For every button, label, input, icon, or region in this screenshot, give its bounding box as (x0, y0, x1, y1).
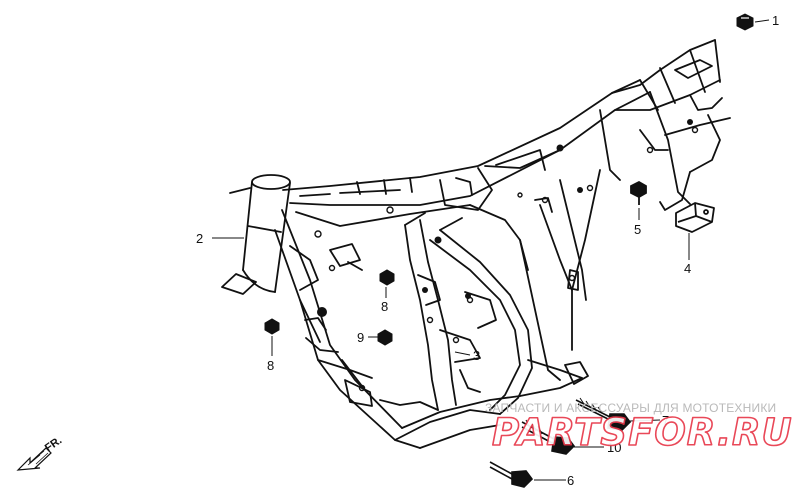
part-nut-8a (379, 269, 395, 286)
upper-backbone (282, 79, 651, 227)
callout-8-lower: 8 (267, 358, 274, 373)
part-nut-9 (377, 329, 393, 346)
motorcycle-frame (221, 39, 731, 449)
leader-lines (212, 19, 770, 481)
part-bolt-5 (630, 180, 647, 205)
part-nut-1 (736, 13, 754, 31)
callout-7: 7 (662, 413, 669, 428)
watermark-brand: PARTSFOR.RU (492, 411, 793, 454)
part-bolt-6 (489, 461, 534, 488)
callout-6: 6 (567, 473, 574, 488)
watermark: ЗАПЧАСТИ И АКСЕССУАРЫ ДЛЯ МОТОТЕХНИКИ PA… (485, 401, 793, 455)
callout-2: 2 (196, 231, 203, 246)
part-bracket-4 (675, 202, 715, 233)
callout-8-upper: 8 (381, 299, 388, 314)
rear-subframe (599, 39, 731, 211)
callout-5: 5 (634, 222, 641, 237)
watermark-tagline: ЗАПЧАСТИ И АКСЕССУАРЫ ДЛЯ МОТОТЕХНИКИ (485, 401, 776, 415)
part-bolt-10 (521, 419, 576, 455)
callout-3: 3 (473, 348, 480, 363)
arrow-down-left-icon (16, 447, 52, 471)
callout-10: 10 (607, 440, 621, 455)
front-direction-indicator: FR. (16, 434, 64, 471)
head-tube (221, 174, 291, 295)
part-nut-8b (264, 318, 280, 335)
cradle-loop (379, 212, 533, 449)
callout-9: 9 (357, 330, 364, 345)
part-bolt-7 (575, 397, 632, 431)
callout-labels: 1 2 3 4 5 6 7 8 8 9 10 (196, 13, 779, 488)
frame-bosses (317, 119, 693, 317)
callout-1: 1 (772, 13, 779, 28)
callout-4: 4 (684, 261, 691, 276)
center-section (469, 169, 601, 397)
engine-mounts (289, 243, 497, 407)
